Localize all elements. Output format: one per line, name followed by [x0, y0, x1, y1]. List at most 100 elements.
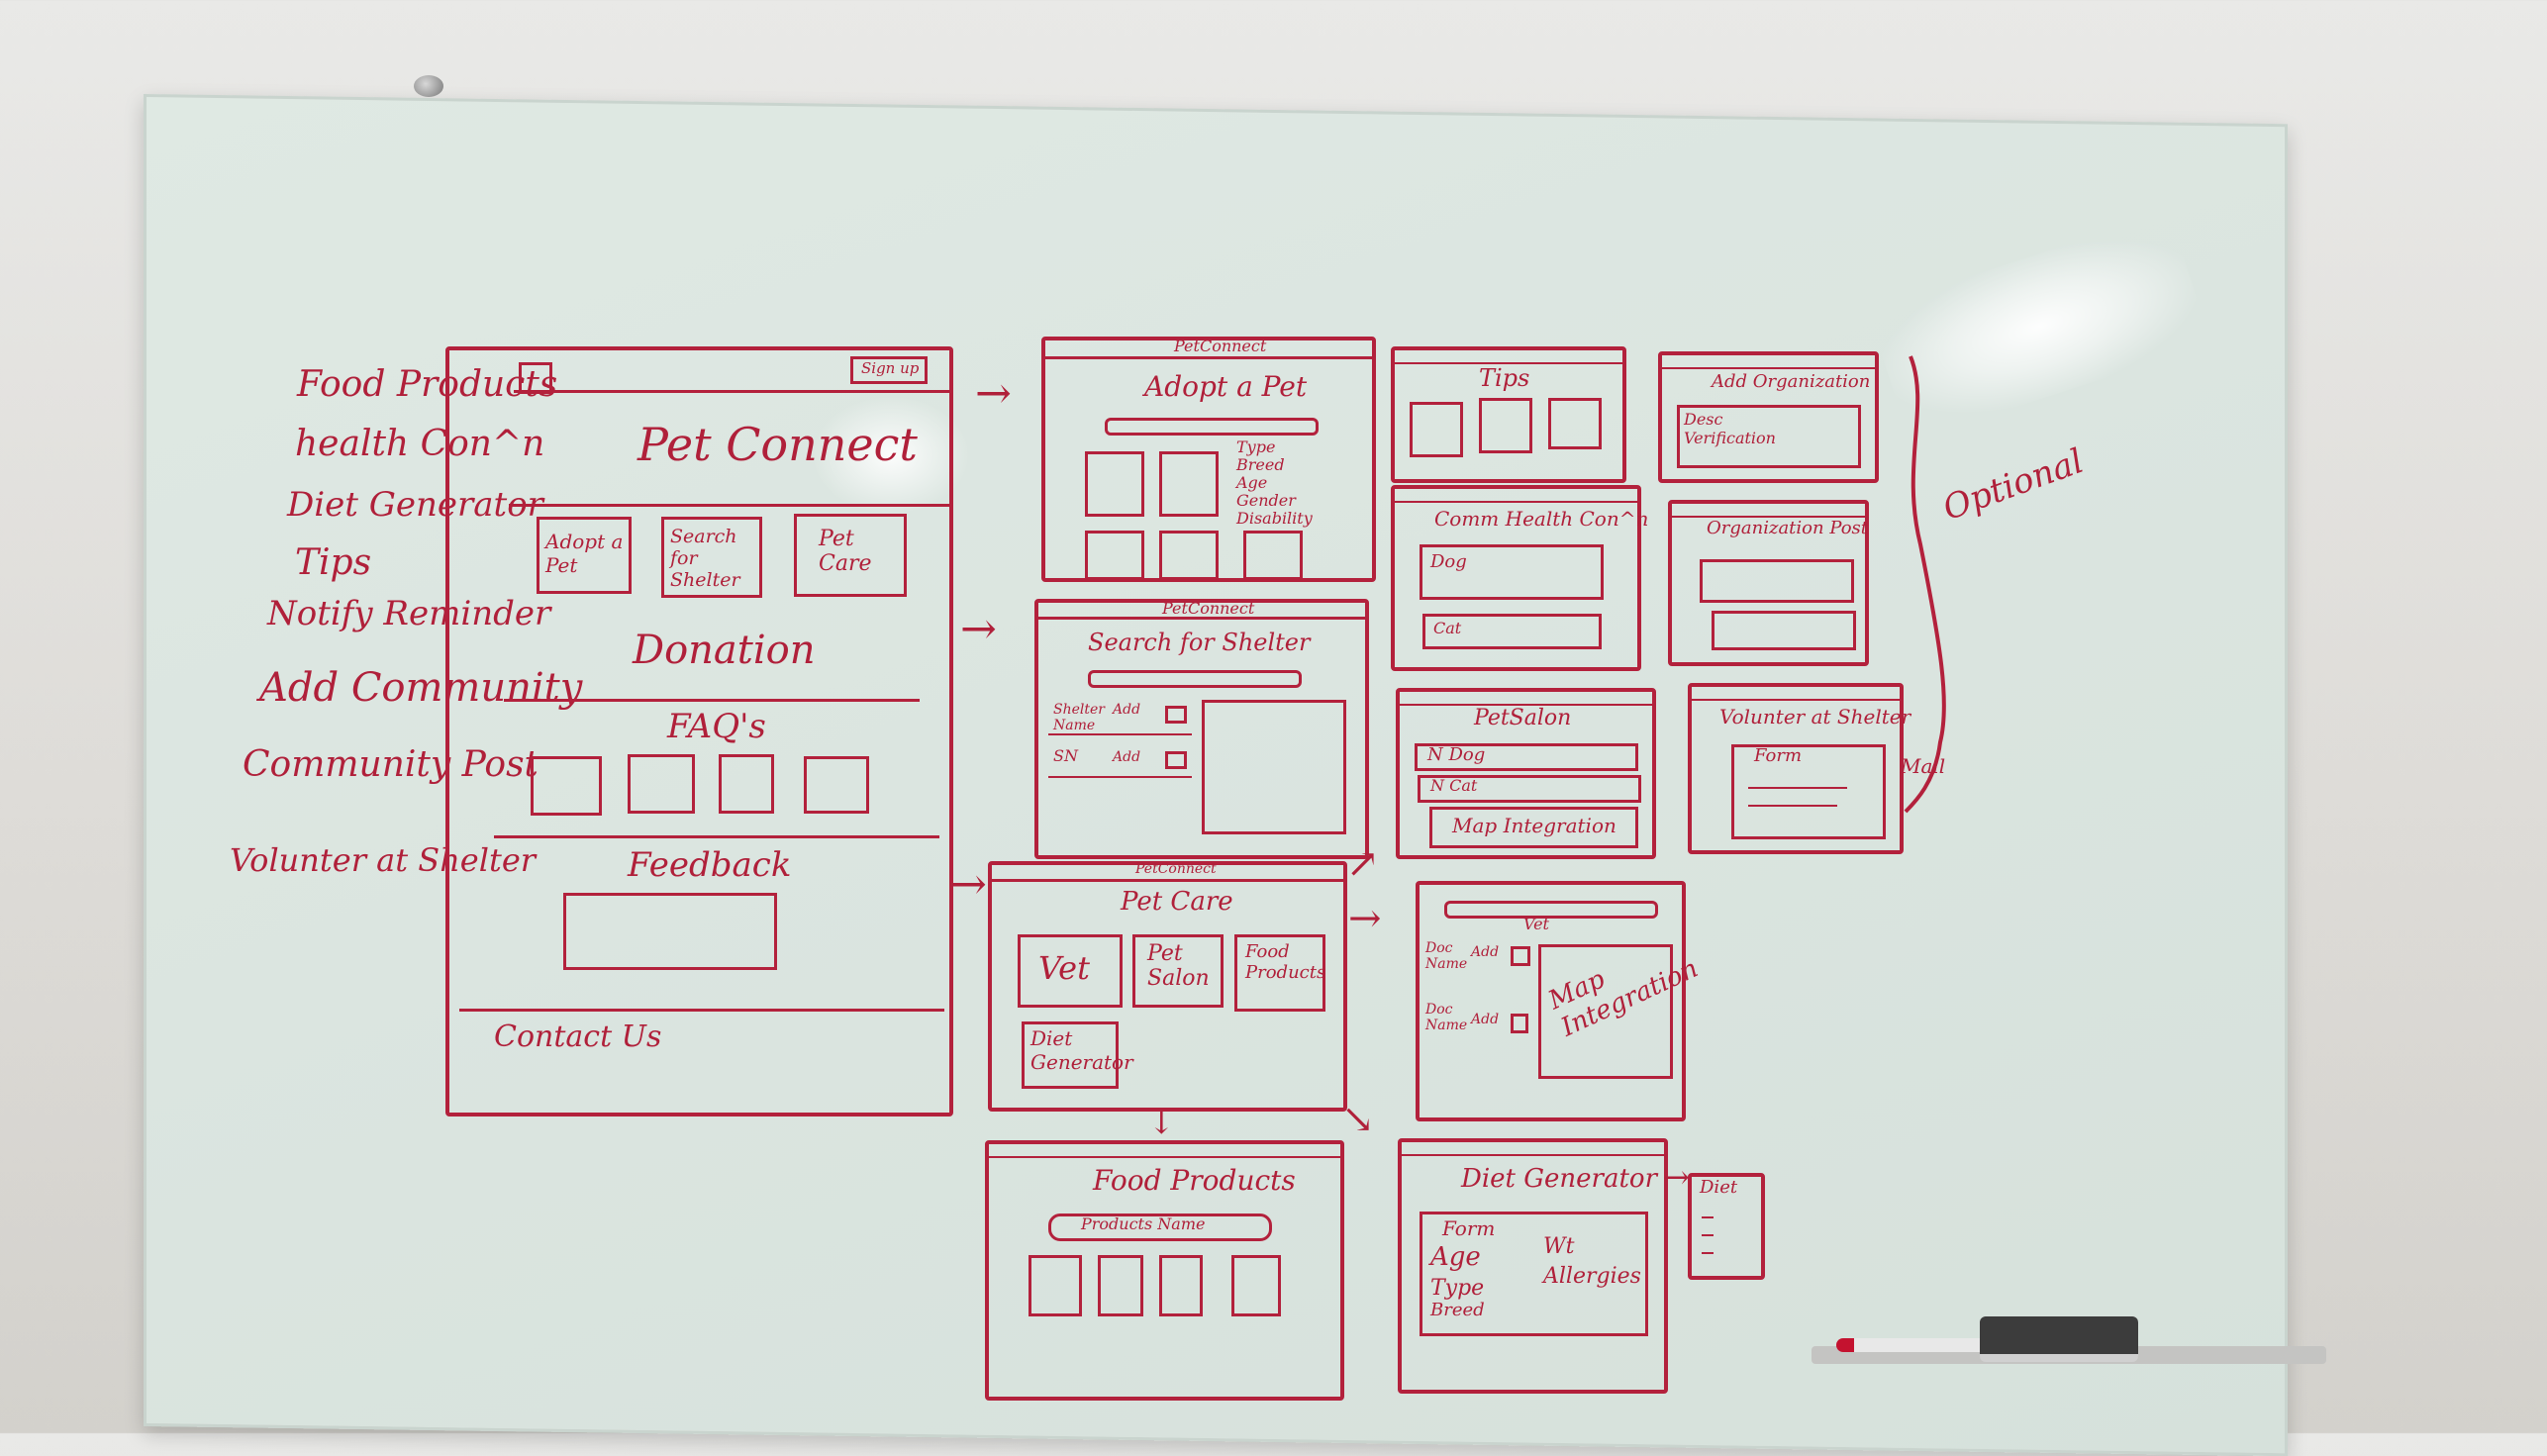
- petcare-button: Pet Care: [794, 514, 907, 597]
- org-post-frame: Organization Post: [1668, 500, 1869, 666]
- form-label: Form: [1754, 745, 1803, 766]
- signup-label: Sign up: [861, 359, 920, 377]
- doc-label: Doc Name: [1425, 940, 1468, 972]
- list-item: health Con^n: [295, 424, 545, 464]
- desc-box: Desc Verification: [1677, 405, 1861, 468]
- petcare-label: Pet Care: [819, 527, 872, 576]
- pet-card: [1159, 531, 1219, 580]
- salon-item: N Dog: [1415, 743, 1638, 771]
- page-title: Organization Post: [1707, 518, 1869, 538]
- brand-label: PetConnect: [1162, 599, 1255, 618]
- product-card: [1159, 1255, 1203, 1316]
- list-item: Food Products: [297, 364, 558, 405]
- header-divider: [1692, 699, 1900, 701]
- faq-box: [804, 756, 869, 814]
- faq-box: [531, 756, 602, 816]
- comm-health-frame: Comm Health Con^n Dog Cat: [1391, 485, 1648, 671]
- header-divider: [1395, 362, 1622, 364]
- list-item: Add Community: [259, 665, 583, 711]
- search-placeholder: Products Name: [1081, 1214, 1206, 1233]
- product-card: [1029, 1255, 1082, 1316]
- header-divider: [514, 390, 949, 393]
- search-bar: [1088, 670, 1302, 688]
- filter-label: Gender: [1236, 491, 1296, 510]
- filter-label: Age: [1236, 473, 1268, 492]
- breed-label: Breed: [1430, 1300, 1485, 1320]
- form-label: Form: [1442, 1216, 1496, 1240]
- arrow-icon: →: [960, 604, 997, 654]
- optional-bracket: [1904, 355, 1946, 814]
- pet-card: [1159, 451, 1219, 517]
- faq-box: [628, 754, 695, 814]
- map-label: Map Integration: [1452, 814, 1616, 837]
- arrow-icon: ↘: [1341, 1097, 1375, 1142]
- list-line: [1702, 1252, 1714, 1254]
- page-title: Comm Health Con^n: [1434, 507, 1649, 531]
- header-divider: [1662, 367, 1875, 369]
- arrow-icon: →: [975, 368, 1012, 419]
- faq-box: [719, 754, 774, 814]
- diet-output-label: Diet: [1700, 1177, 1738, 1198]
- row-icon: [1511, 1014, 1528, 1033]
- volunteer-frame: Volunter at Shelter Form: [1688, 683, 1910, 854]
- contact-label: Contact Us: [494, 1019, 662, 1054]
- page-title: Adopt a Pet: [1144, 370, 1308, 403]
- pet-card: [1085, 451, 1144, 517]
- desc-label: Desc Verification: [1684, 410, 1776, 447]
- diet-tile: Diet Generator: [1022, 1021, 1133, 1089]
- post-label: Cat: [1433, 619, 1462, 637]
- arrow-icon: ↓: [1148, 1104, 1175, 1141]
- row-icon: [1165, 706, 1187, 724]
- page-title: Food Products: [1093, 1164, 1296, 1197]
- faq-label: FAQ's: [667, 707, 766, 746]
- page-title: Vet: [1523, 915, 1549, 933]
- list-item: Notify Reminder: [267, 594, 551, 633]
- row-icon: [1165, 751, 1187, 769]
- wall-pin-left: [414, 75, 443, 97]
- adopt-page-frame: PetConnect Adopt a Pet Type Breed Age Ge…: [1041, 337, 1376, 582]
- header-divider: [1672, 516, 1865, 518]
- header-divider: [989, 1156, 1340, 1158]
- add-label: Add: [1113, 749, 1141, 765]
- brand-label: PetConnect: [1135, 861, 1217, 877]
- arrow-icon: →: [950, 859, 987, 910]
- vet-tile: Vet: [1018, 934, 1123, 1008]
- page-title: Tips: [1479, 364, 1530, 392]
- shelter-label: Search for Shelter: [670, 526, 740, 591]
- salon-tile: Pet Salon: [1132, 934, 1224, 1008]
- map-box: [1202, 700, 1346, 834]
- product-card: [1098, 1255, 1143, 1316]
- add-label: Add: [1113, 702, 1141, 718]
- header-divider: [1400, 704, 1652, 706]
- add-org-frame: Add Organization Desc Verification: [1658, 351, 1879, 483]
- header-divider: [1038, 617, 1365, 620]
- shelter-button: Search for Shelter: [661, 517, 762, 598]
- list-item: Volunter at Shelter: [230, 841, 537, 879]
- form-line: [1748, 805, 1837, 807]
- add-label: Add: [1471, 944, 1500, 960]
- list-item: Diet Generator: [287, 485, 543, 525]
- feedback-label: Feedback: [628, 845, 792, 885]
- row-divider: [1048, 733, 1192, 735]
- tips-page-frame: Tips: [1391, 346, 1626, 483]
- row-divider: [1048, 776, 1192, 778]
- filter-label: Breed: [1236, 455, 1285, 474]
- section-divider: [509, 504, 949, 507]
- diet-page-frame: Diet Generator Form Age Type Breed Wt Al…: [1398, 1138, 1668, 1394]
- adopt-button: Adopt a Pet: [537, 517, 632, 594]
- arrow-icon: ↗: [1346, 841, 1380, 887]
- tip-card: [1479, 398, 1532, 453]
- main-page-frame: Sign up Pet Connect Adopt a Pet Search f…: [445, 346, 953, 1116]
- pet-card: [1243, 531, 1303, 580]
- tip-card: [1410, 402, 1463, 457]
- filter-label: Disability: [1236, 509, 1313, 528]
- header-divider: [1395, 501, 1637, 503]
- allergies-label: Allergies: [1543, 1264, 1641, 1289]
- row-icon: [1511, 946, 1530, 966]
- product-card: [1231, 1255, 1281, 1316]
- salon-item-label: N Dog: [1427, 744, 1486, 765]
- header-divider: [992, 879, 1343, 882]
- salon-item-label: N Cat: [1430, 776, 1478, 795]
- diet-form-box: Form Age Type Breed Wt Allergies: [1420, 1212, 1648, 1336]
- list-line: [1702, 1216, 1714, 1218]
